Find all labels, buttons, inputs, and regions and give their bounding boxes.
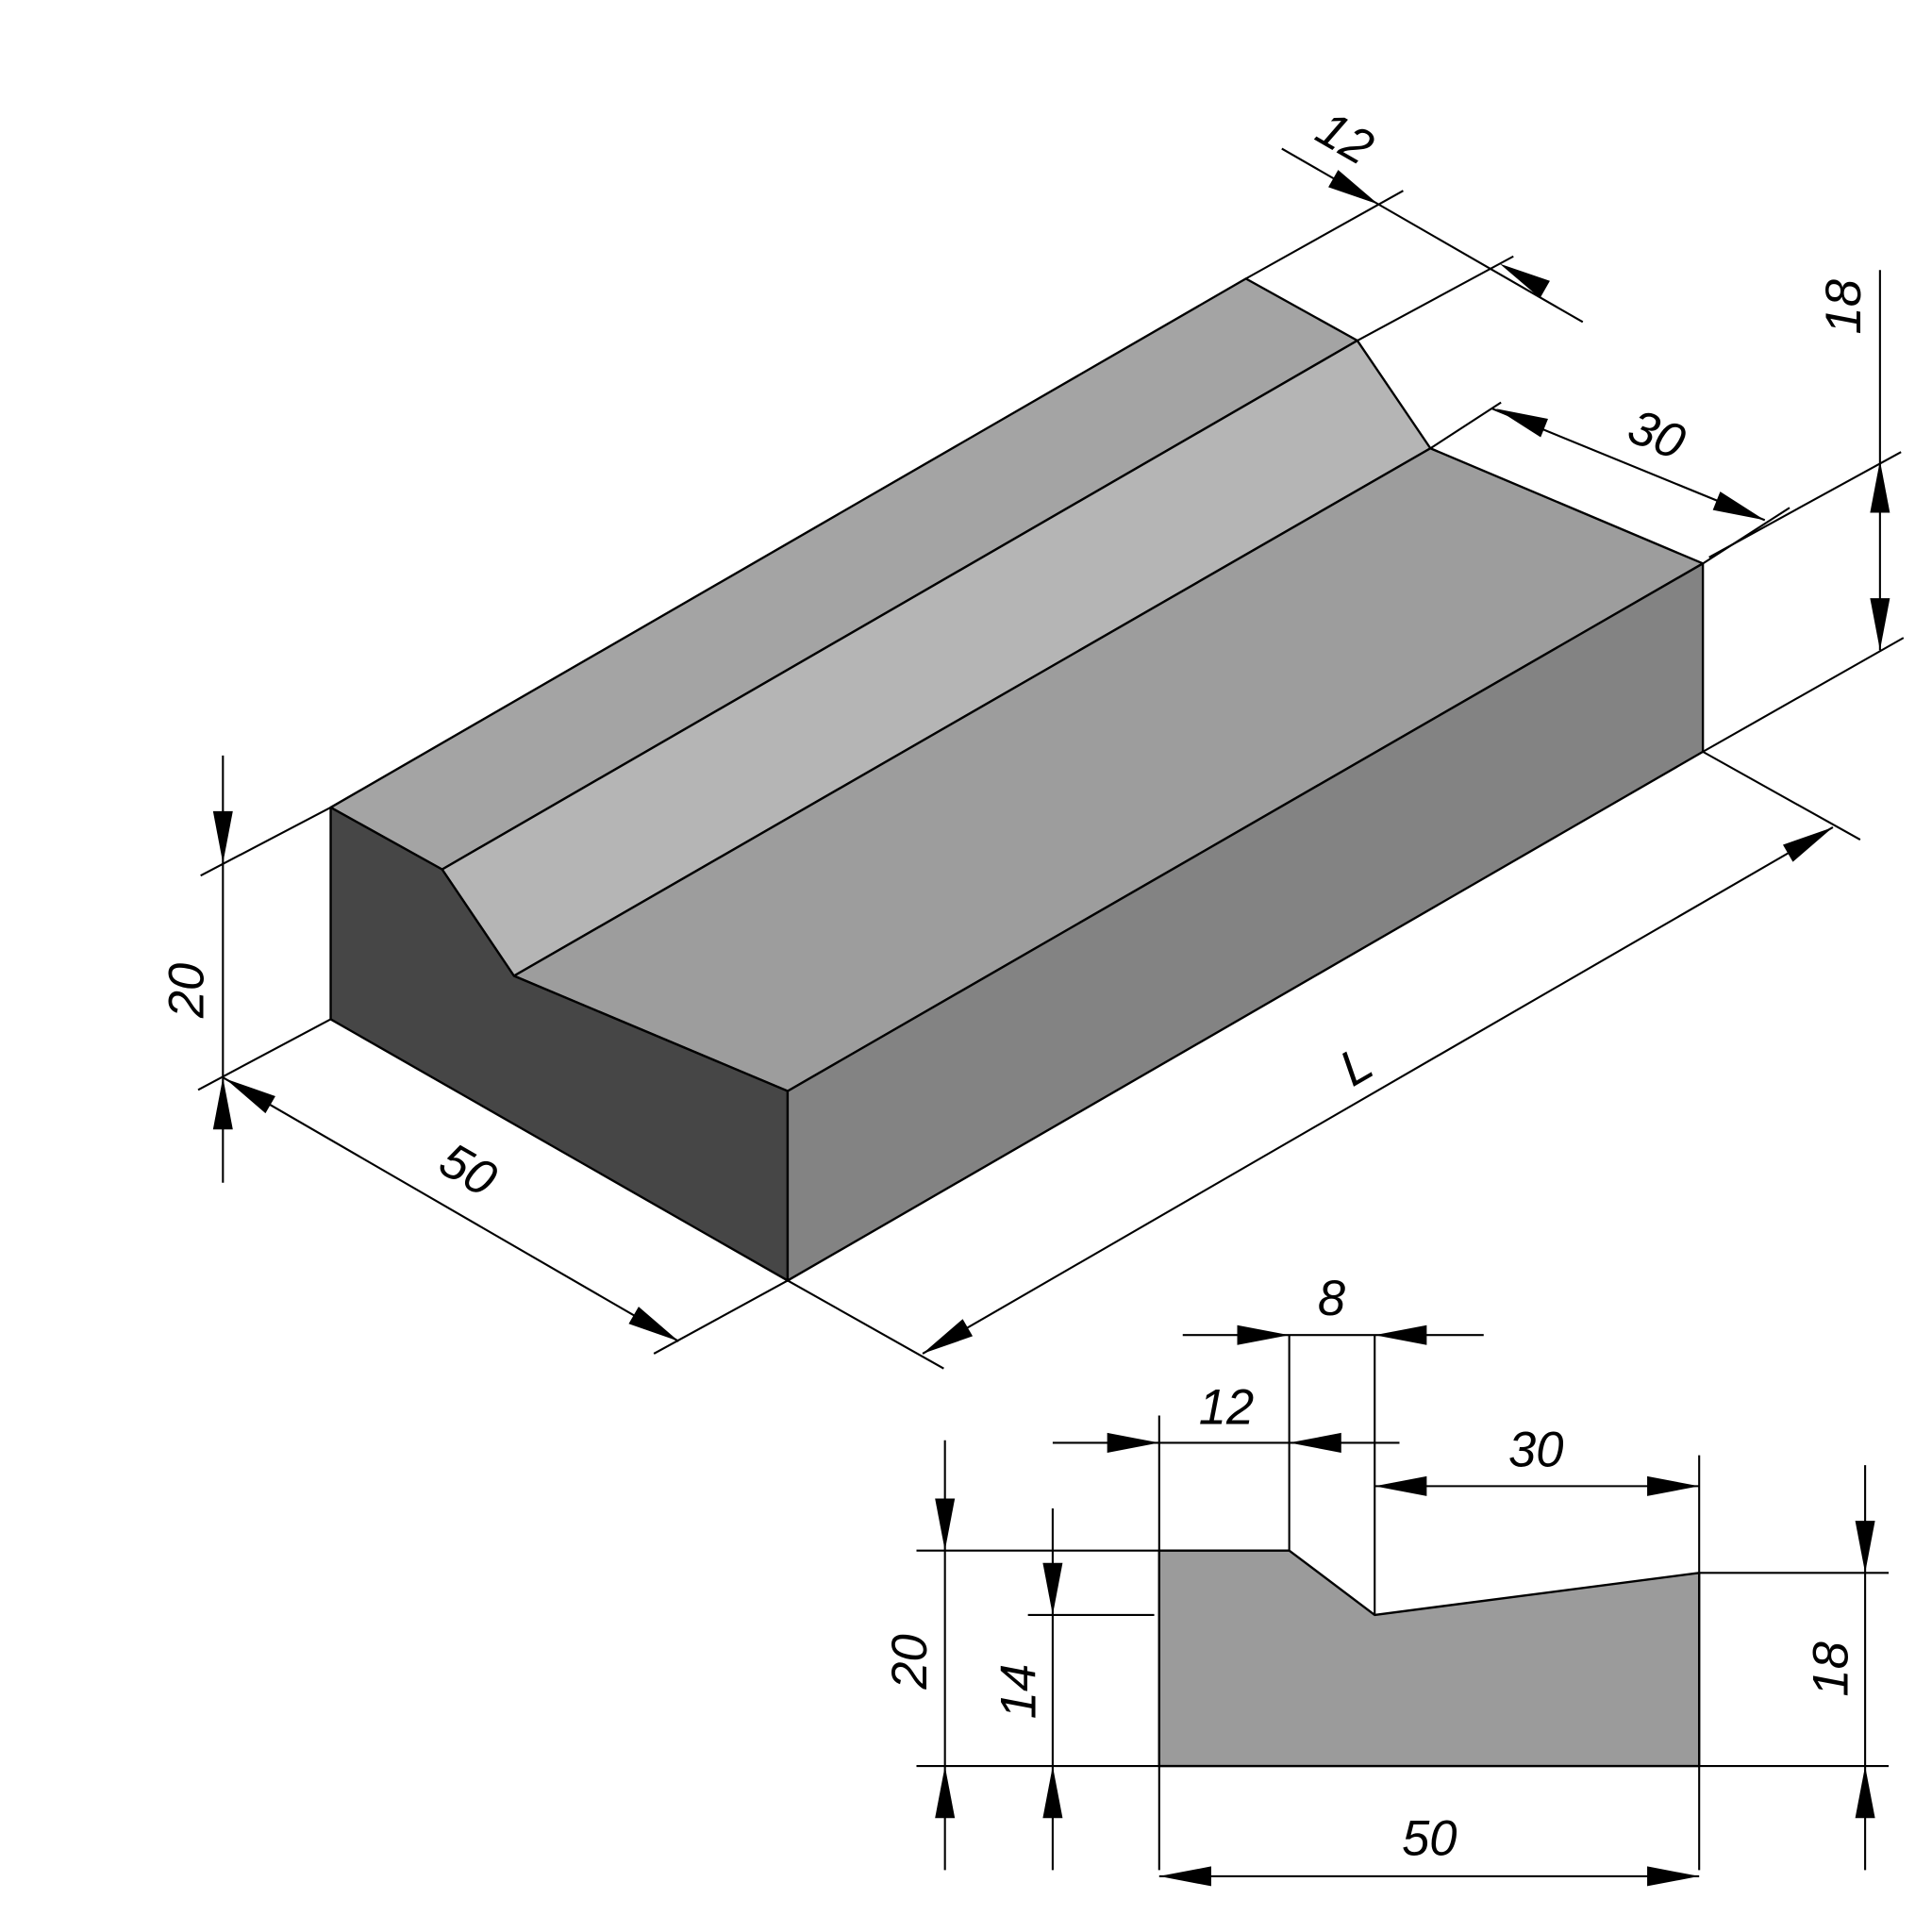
arrowhead-icon	[1237, 1324, 1290, 1345]
arrowhead-icon	[1495, 408, 1548, 438]
arrowhead-icon	[1782, 826, 1833, 862]
sec-dim-18: 18	[1804, 1641, 1859, 1696]
arrowhead-icon	[1042, 1562, 1063, 1615]
sec-dim-30: 30	[1508, 1422, 1563, 1477]
dimension-line	[787, 1279, 944, 1370]
iso-dim-50: 50	[430, 1132, 506, 1208]
iso-dim-30: 30	[1621, 398, 1692, 471]
dimension-line	[1708, 451, 1902, 558]
arrowhead-icon	[1107, 1432, 1159, 1453]
arrowhead-icon	[1855, 1521, 1875, 1574]
sec-dim-14: 14	[991, 1664, 1047, 1719]
iso-dim-18: 18	[1816, 279, 1872, 334]
arrowhead-icon	[1647, 1475, 1700, 1496]
sec-dim-8: 8	[1318, 1271, 1345, 1326]
arrowhead-icon	[212, 810, 233, 864]
arrowhead-icon	[1374, 1324, 1427, 1345]
iso-dim-L: L	[1330, 1035, 1382, 1097]
dimension-line	[1357, 255, 1514, 341]
dimension-arrows	[212, 170, 1890, 1887]
arrowhead-icon	[1042, 1766, 1063, 1819]
arrowhead-icon	[935, 1498, 956, 1551]
dimension-line	[1245, 190, 1404, 280]
dimension-line	[200, 807, 332, 877]
arrowhead-icon	[1499, 263, 1550, 299]
arrowhead-icon	[628, 1307, 679, 1341]
sec-dim-50: 50	[1402, 1811, 1457, 1867]
arrowhead-icon	[923, 1319, 974, 1354]
arrowhead-icon	[935, 1766, 956, 1819]
dimension-line	[1429, 401, 1502, 450]
arrowhead-icon	[1870, 460, 1890, 513]
arrowhead-icon	[1712, 491, 1765, 521]
arrowhead-icon	[1870, 598, 1890, 651]
arrowhead-icon	[1158, 1866, 1211, 1887]
dimension-line	[1702, 507, 1790, 565]
cross-section	[1158, 1549, 1701, 1768]
dimension-line	[922, 826, 1834, 1355]
iso-dim-12: 12	[1307, 100, 1383, 175]
arrowhead-icon	[1855, 1766, 1875, 1819]
arrowhead-icon	[212, 1077, 233, 1130]
dimension-line	[1702, 750, 1861, 841]
iso-dim-20: 20	[158, 963, 214, 1019]
arrowhead-icon	[1328, 170, 1379, 205]
dimension-line	[1702, 637, 1905, 753]
sec-dim-12: 12	[1199, 1380, 1254, 1436]
dimension-line	[1281, 147, 1584, 324]
arrowhead-icon	[225, 1078, 275, 1114]
dimension-line	[197, 1018, 332, 1091]
arrowhead-icon	[1374, 1475, 1427, 1496]
arrowhead-icon	[1647, 1866, 1700, 1887]
dimension-line	[222, 1076, 679, 1342]
dimension-line	[653, 1279, 789, 1355]
sec-dim-20: 20	[882, 1634, 938, 1690]
isometric-view	[329, 277, 1705, 1282]
arrowhead-icon	[1289, 1432, 1341, 1453]
